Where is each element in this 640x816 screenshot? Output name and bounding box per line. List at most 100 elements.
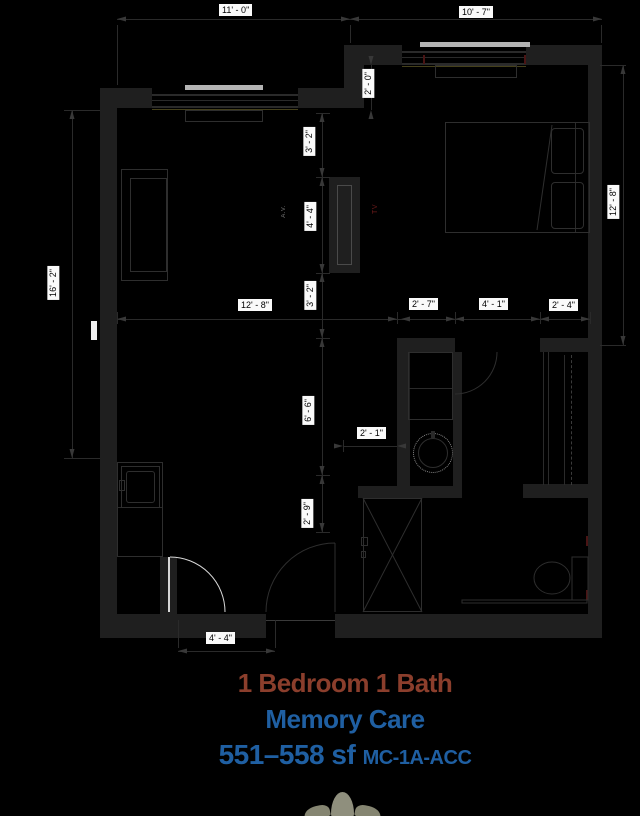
wall-marker (91, 321, 97, 340)
wall-bottom (335, 614, 602, 638)
dim-label-media-wall-upper: 3' - 2" (303, 127, 316, 156)
dim-label-bedroom-width-top: 10' - 7" (459, 6, 493, 19)
extension-line (540, 312, 541, 324)
extension-line (601, 25, 602, 43)
tv-annotation: TV (372, 204, 379, 214)
logo-bud (331, 792, 354, 816)
extension-line (275, 620, 276, 648)
sofa-cushion (130, 178, 167, 272)
sofa (121, 169, 168, 281)
extension-line (350, 25, 351, 43)
white-closet-door (168, 556, 226, 613)
window-frame (152, 94, 298, 96)
extension-line (316, 532, 330, 533)
entry-door-arc (265, 542, 336, 613)
kitchen-faucet (119, 480, 125, 491)
extension-line (600, 345, 626, 346)
dim-label-bedroom-wall-seg1: 2' - 7" (409, 298, 438, 311)
title-area: 551–558 sf (218, 739, 356, 770)
shower-control (361, 551, 366, 558)
vanity-sink-ring (413, 433, 453, 473)
extension-line (64, 458, 100, 459)
dimension-line (178, 651, 275, 652)
closet-door-arc (169, 556, 226, 613)
kitchen-sink-bowl (126, 471, 155, 503)
grab-bar-mark (586, 590, 588, 600)
window-frame (402, 57, 526, 58)
wall-left-exterior (100, 88, 117, 638)
window-mullion-mark (524, 55, 526, 64)
bed-headboard (575, 123, 576, 232)
extension-line (600, 65, 626, 66)
grab-bar-mark (586, 536, 588, 546)
dim-label-living-width-top: 11' - 0" (219, 4, 253, 17)
closet-wall-line (548, 352, 549, 485)
window-sill (420, 42, 530, 47)
media-console-inner (337, 185, 352, 265)
dim-label-bedroom-wall-seg2: 2' - 4" (549, 299, 578, 312)
wall-bottom (100, 614, 266, 638)
dim-label-bedroom-opening: 4' - 1" (479, 298, 508, 311)
dim-label-media-wall-lower: 3' - 2" (304, 281, 317, 310)
window-sill (185, 85, 263, 90)
extension-line (455, 312, 456, 324)
pillow (551, 182, 584, 229)
wall-segment (344, 45, 402, 65)
dim-label-entry-width: 4' - 4" (206, 632, 235, 645)
extension-line (178, 620, 179, 648)
wall-bath-hall (453, 352, 462, 498)
logo-leaf-right (353, 803, 383, 816)
window-frame (152, 100, 298, 101)
entry-threshold (266, 620, 335, 621)
shower (363, 498, 422, 612)
dimension-line (322, 113, 323, 532)
vanity-shelf-line (409, 388, 452, 389)
dim-label-unit-depth-left: 16' - 2" (47, 266, 60, 300)
window-frame (402, 63, 526, 65)
vanity-shelves (408, 352, 453, 420)
window-frame (152, 106, 298, 108)
dim-label-vanity-width: 2' - 1" (357, 427, 386, 440)
media-console (329, 177, 360, 273)
av-annotation: A.V. (281, 205, 287, 218)
dim-label-window-wall-jog: 2' - 0" (362, 69, 375, 98)
kitchen-sink (121, 466, 160, 508)
extension-line (117, 25, 118, 85)
window-seat (435, 65, 517, 78)
extension-line (117, 312, 118, 324)
wall-closet-bottom (523, 484, 602, 498)
dimension-line (623, 65, 624, 345)
dim-label-bath-zone-upper: 6' - 6" (302, 396, 315, 425)
window-seat (185, 110, 263, 122)
extension-line (316, 475, 330, 476)
title-line3: 551–558 sf MC-1A-ACC (105, 739, 585, 771)
wall-segment (526, 45, 602, 65)
toilet-icon (533, 561, 571, 595)
pillow (551, 128, 584, 174)
grab-bar (461, 599, 588, 604)
wall-segment (100, 88, 152, 108)
dimension-line (117, 19, 350, 20)
dimension-arrows (69, 16, 626, 654)
extension-line (316, 338, 330, 339)
title-line2: Memory Care (265, 704, 425, 734)
wall-closet-top (540, 338, 590, 352)
dimension-line (72, 110, 73, 458)
extension-line (316, 177, 330, 178)
closet-rod (564, 355, 565, 485)
dim-label-bath-zone-lower: 2' - 9" (301, 499, 314, 528)
window-mullion-mark (423, 55, 425, 64)
dim-label-media-unit: 4' - 4" (304, 202, 317, 231)
dim-label-living-width: 12' - 8" (238, 299, 272, 312)
title-unit-code: MC-1A-ACC (362, 747, 472, 769)
extension-line (590, 312, 591, 324)
window-accent (152, 109, 298, 110)
extension-line (397, 312, 398, 324)
extension-line (64, 110, 100, 111)
vanity-faucet (431, 431, 435, 438)
closet-shelf-dashed (571, 355, 572, 485)
wall-vanity-counter (358, 486, 462, 498)
window-accent (402, 66, 526, 67)
bed (445, 122, 590, 233)
